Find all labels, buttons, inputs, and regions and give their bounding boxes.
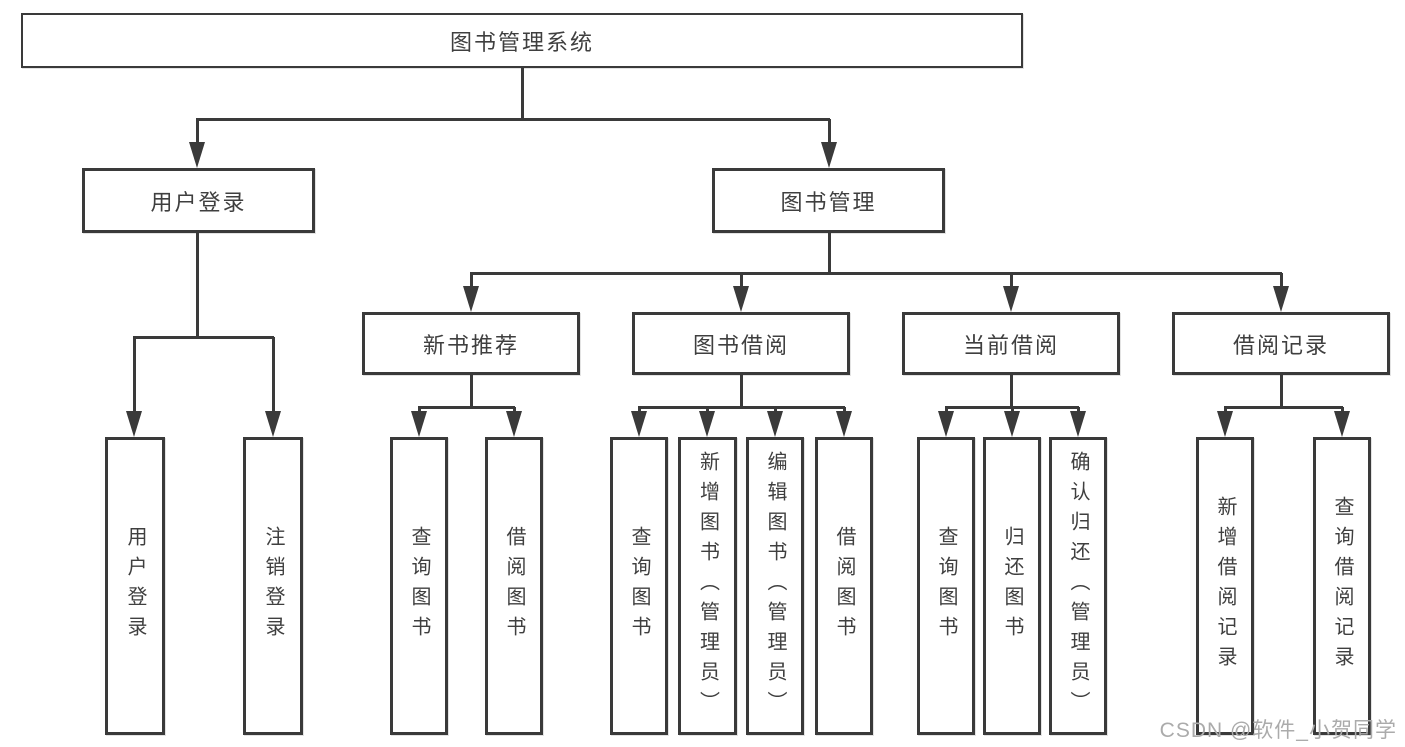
leaf-label: 查询图书 [408, 526, 430, 646]
arrow-down-icon [463, 286, 479, 312]
arrow-down-icon [1003, 286, 1019, 312]
node-label: 用户登录 [150, 189, 247, 215]
leaf-label: 新增借阅记录 [1214, 496, 1236, 676]
connector-line [638, 406, 845, 409]
connector-line [1224, 406, 1343, 409]
leaf-query-books-recommend: 查询图书 [390, 437, 448, 735]
arrow-down-icon [1273, 286, 1289, 312]
node-label: 当前借阅 [962, 332, 1059, 358]
arrow-down-icon [699, 411, 715, 437]
arrow-down-icon [411, 411, 427, 437]
arrow-down-icon [189, 142, 205, 168]
leaf-label: 查询图书 [628, 526, 650, 646]
arrow-down-icon [1217, 411, 1233, 437]
connector-line [1010, 273, 1013, 290]
connector-line [470, 273, 473, 290]
leaf-query-books-current: 查询图书 [917, 437, 975, 735]
node-current-borrow: 当前借阅 [902, 312, 1120, 375]
leaf-label: 用户登录 [124, 526, 146, 646]
leaf-add-borrow-record: 新增借阅记录 [1196, 437, 1254, 735]
arrow-down-icon [767, 411, 783, 437]
connector-line [945, 406, 1079, 409]
leaf-logout: 注销登录 [243, 437, 303, 735]
connector-line [1010, 375, 1013, 409]
leaf-label: 确认归还（管理员） [1067, 451, 1089, 721]
leaf-borrow-books: 借阅图书 [815, 437, 873, 735]
arrow-down-icon [506, 411, 522, 437]
leaf-label: 新增图书（管理员） [696, 451, 719, 721]
leaf-label: 注销登录 [262, 526, 284, 646]
node-borrow-records: 借阅记录 [1172, 312, 1390, 375]
leaf-borrow-books-recommend: 借阅图书 [485, 437, 543, 735]
arrow-down-icon [1004, 411, 1020, 437]
connector-line [828, 233, 831, 275]
arrow-down-icon [1334, 411, 1350, 437]
node-label: 图书管理系统 [449, 29, 594, 55]
leaf-confirm-return-admin: 确认归还（管理员） [1049, 437, 1107, 735]
node-label: 借阅记录 [1232, 332, 1329, 358]
arrow-down-icon [265, 411, 281, 437]
node-user-login: 用户登录 [82, 168, 315, 233]
leaf-label: 借阅图书 [833, 526, 855, 646]
arrow-down-icon [836, 411, 852, 437]
leaf-query-borrow-record: 查询借阅记录 [1313, 437, 1371, 735]
node-label: 新书推荐 [422, 332, 519, 358]
leaf-query-books-borrow: 查询图书 [610, 437, 668, 735]
watermark-text: CSDN @软件_小贺同学 [1159, 719, 1397, 742]
arrow-down-icon [631, 411, 647, 437]
leaf-add-books-admin: 新增图书（管理员） [678, 437, 737, 735]
leaf-label: 查询图书 [935, 526, 957, 646]
connector-line [272, 337, 275, 414]
arrow-down-icon [821, 142, 837, 168]
leaf-label: 归还图书 [1001, 526, 1023, 646]
connector-line [418, 406, 515, 409]
arrow-down-icon [938, 411, 954, 437]
connector-line [470, 272, 1282, 275]
leaf-label: 查询借阅记录 [1331, 496, 1353, 676]
connector-line [740, 273, 743, 290]
leaf-label: 借阅图书 [503, 526, 525, 646]
connector-line [521, 68, 524, 119]
leaf-label: 编辑图书（管理员） [764, 451, 786, 721]
node-label: 图书管理 [780, 189, 877, 215]
connector-line [196, 118, 830, 121]
node-book-borrow: 图书借阅 [632, 312, 850, 375]
leaf-edit-books-admin: 编辑图书（管理员） [746, 437, 804, 735]
arrow-down-icon [733, 286, 749, 312]
node-new-book-recommend: 新书推荐 [362, 312, 580, 375]
node-book-management: 图书管理 [712, 168, 945, 233]
node-label: 图书借阅 [692, 332, 789, 358]
leaf-user-login: 用户登录 [105, 437, 165, 735]
connector-line [1280, 273, 1283, 290]
node-library-system: 图书管理系统 [21, 13, 1023, 68]
arrow-down-icon [1070, 411, 1086, 437]
connector-line [133, 337, 136, 414]
connector-line [196, 233, 199, 339]
arrow-down-icon [126, 411, 142, 437]
leaf-return-books: 归还图书 [983, 437, 1041, 735]
connector-line [740, 375, 743, 409]
connector-line [133, 336, 274, 339]
connector-line [470, 375, 473, 409]
connector-line [1280, 375, 1283, 409]
connector-line [196, 119, 199, 147]
connector-line [828, 119, 831, 147]
